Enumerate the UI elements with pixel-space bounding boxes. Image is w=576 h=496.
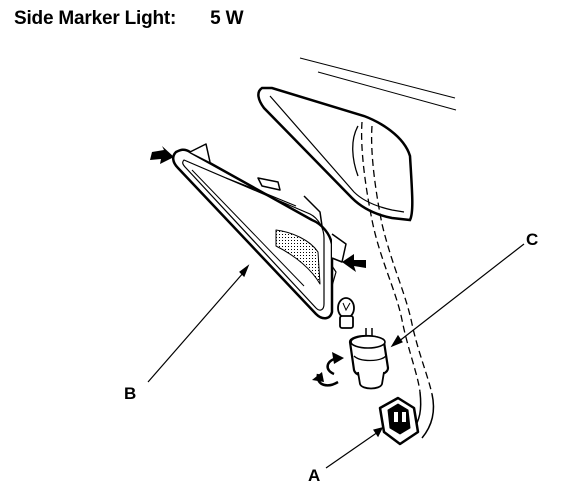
wire-connector (378, 396, 420, 446)
wire-harness (360, 121, 433, 395)
rotate-arrow-lower (312, 372, 339, 387)
callout-a: A (308, 466, 320, 485)
bulb-socket (348, 328, 390, 390)
callout-b: B (124, 384, 136, 403)
title-label: Side Marker Light: (14, 8, 177, 29)
callout-c: C (526, 230, 538, 249)
title-spec: 5 W (210, 8, 244, 29)
diagram-title: Side Marker Light: 5 W (14, 8, 244, 30)
leader-lines (147, 243, 525, 469)
leader-a-head (373, 427, 384, 438)
leader-b-head (239, 264, 250, 278)
leader-b (147, 271, 245, 383)
leader-c-head (390, 334, 403, 348)
rotate-arrow-upper (326, 352, 344, 376)
side-marker-lens (172, 143, 347, 320)
tab-arrow-left (150, 146, 174, 164)
fender-outline (299, 57, 457, 111)
tab-arrow-right (342, 254, 366, 272)
bulb (337, 297, 355, 329)
leader-a (325, 431, 379, 469)
leader-c (397, 243, 525, 343)
